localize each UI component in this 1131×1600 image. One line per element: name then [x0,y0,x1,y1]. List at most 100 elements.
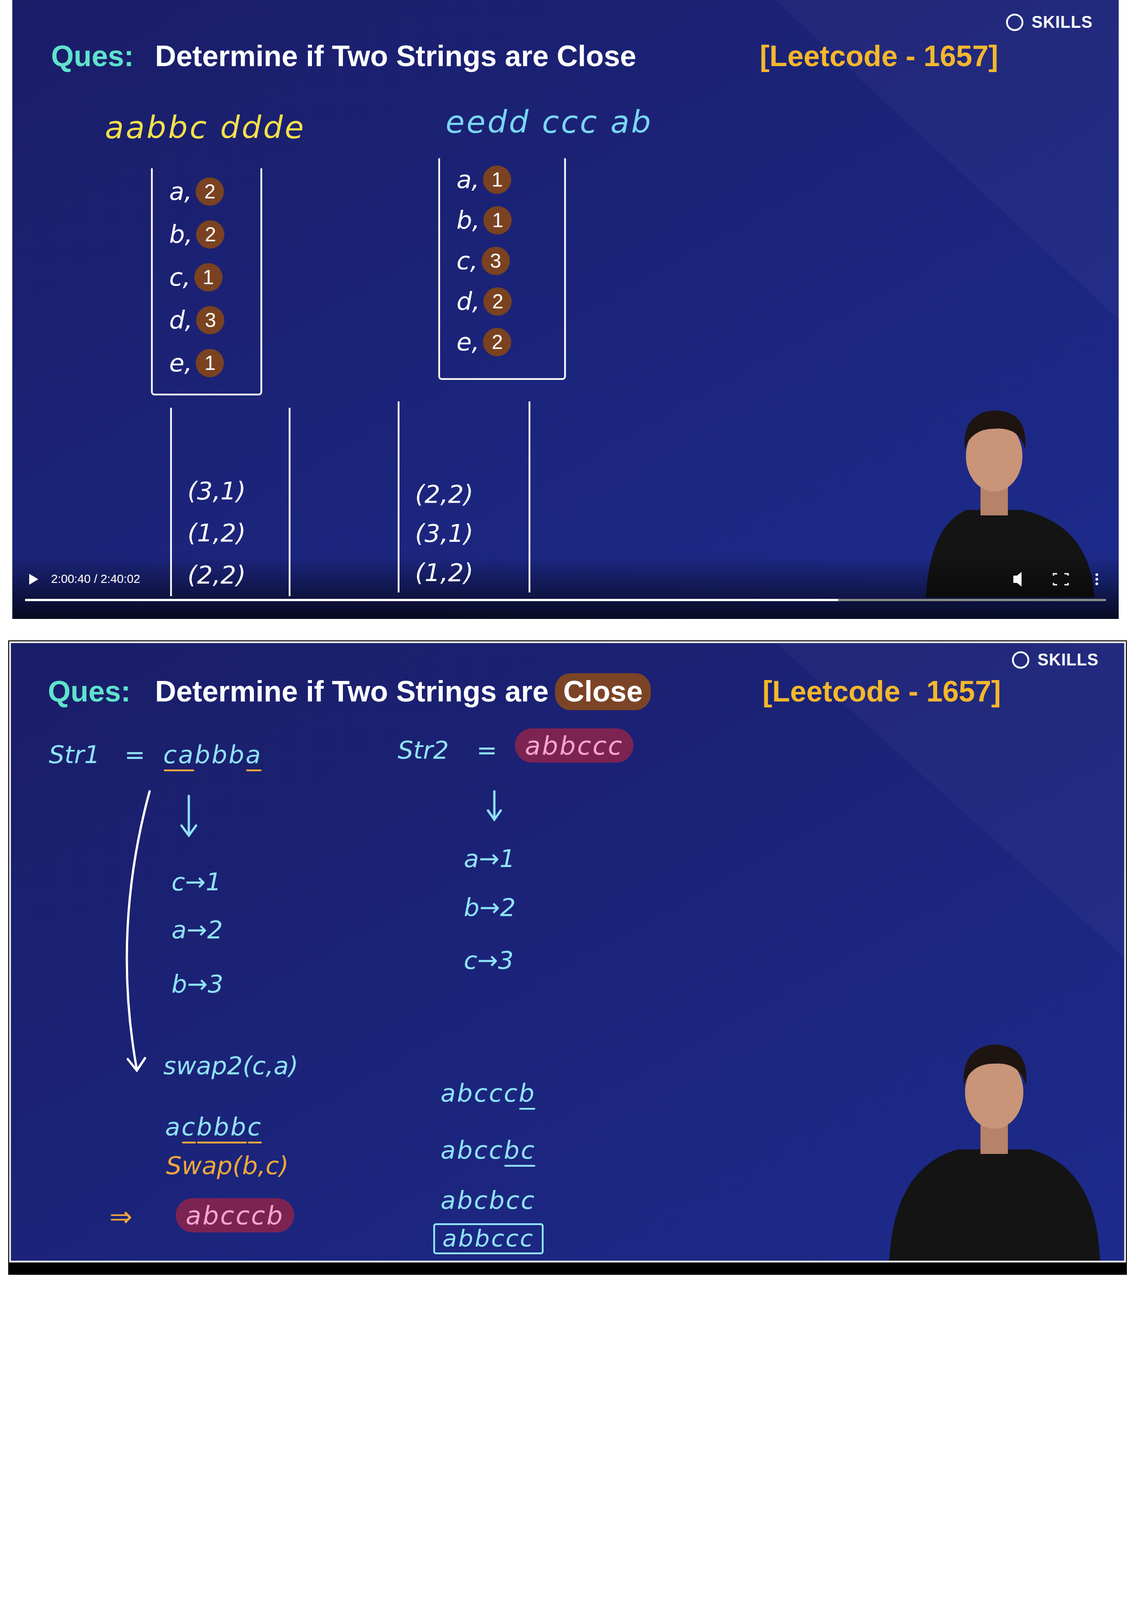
fullscreen-icon [1053,573,1069,585]
string-step: abcccb [440,1078,536,1109]
progress-played [25,598,839,602]
count-circle: 1 [483,206,512,235]
string-value: abbccc [524,730,624,761]
pair-row: (2,2) [415,474,515,514]
pair-entry: (3,1) [415,519,474,547]
heading-prefix: Ques: [51,38,134,74]
presenter-hair [963,1044,1027,1086]
string-step: abcbcc [440,1185,536,1216]
progress-remaining [838,598,1106,602]
menu-dot [1095,582,1099,586]
pair-entry: (1,2) [415,559,474,587]
operation: swap2(c,a) [163,1051,299,1081]
presenter-body [889,1149,1100,1261]
underline [197,1141,247,1144]
result-box: abbccc [433,1223,544,1255]
presenter-hair [964,410,1026,450]
pair-entry: (3,1) [187,477,246,505]
arrow-head [127,1058,146,1071]
map-row: d,2 [456,280,551,322]
underline [519,1107,535,1110]
char-count: b→3 [171,969,224,1000]
controls-shade [12,556,1119,619]
curved-arrow [126,791,150,1070]
underline [164,769,194,772]
problem-id: [Leetcode - 1657] [762,674,1002,710]
highlight-pill: Close [555,673,651,711]
pair-row: (2,2) [187,554,275,597]
count-circle: 3 [196,306,225,335]
map-key: c, [169,263,191,291]
heading-text: Determine if Two Strings are [155,674,549,710]
map-row: a,2 [169,170,247,213]
arrow-head [487,810,501,820]
equals-sign: = [476,735,498,766]
count-circle: 3 [481,246,510,275]
pair-row: (3,1) [415,513,515,554]
count-circle: 1 [482,165,512,194]
map-key: d, [456,287,480,315]
heading-text: Determine if Two Strings are Close [155,38,637,74]
frame-edge [8,640,1127,1275]
map-row: e,2 [456,321,551,363]
equals-sign: = [124,740,146,770]
map-key: a, [456,166,480,193]
highlight-pill: abbccc [514,728,634,763]
brand-name: SKILLS [1037,649,1099,670]
underline [247,769,261,772]
string-name: Str2 [397,735,449,766]
count-circle: 2 [196,220,225,249]
highlight-pill: abcccb [175,1198,295,1233]
frequency-box: a,2b,2c,1d,3e,1 [150,168,263,396]
input-string: aabbc ddde [104,108,306,147]
string-step: abccbc [440,1135,536,1166]
video-frame [12,0,1119,619]
menu-dot [1095,577,1099,581]
pair-stack: (2,2) (3,1) (1,2) [397,401,531,593]
map-row: e,1 [169,341,247,385]
frequency-box: a,1b,1c,3d,2e,2 [438,158,566,380]
heading-keyword: Close [563,674,643,708]
map-row: b,2 [169,212,247,256]
string-step: acbbbc [165,1112,263,1142]
map-row: d,3 [169,298,247,342]
underline [505,1164,535,1167]
pair-row: (1,2) [415,553,515,593]
pair-stack: (3,1) (1,2)(2,2) [170,407,291,597]
string-value: abcccb [185,1200,285,1230]
video-time: 2:00:40 / 2:40:02 [51,571,141,587]
map-row: a,1 [456,159,551,200]
char-count: a→1 [463,844,516,874]
char-count: c→3 [463,945,514,976]
map-key: a, [169,177,192,205]
map-key: b, [169,220,193,248]
char-count: c→1 [171,867,222,898]
problem-id: [Leetcode - 1657] [759,38,999,74]
map-key: d, [169,306,193,334]
brand-logo [1012,652,1029,668]
implies-arrow: ⇒ [109,1199,133,1233]
map-row: b,1 [456,199,551,241]
count-circle: 1 [194,263,223,292]
map-row: c,3 [456,240,551,281]
underline [182,1141,196,1144]
map-key: c, [456,247,478,275]
play-icon [29,573,39,585]
pair-entry: (2,2) [415,480,474,508]
count-circle: 2 [195,177,224,206]
input-string: eedd ccc ab [445,103,653,141]
string-value: cabbba [163,740,263,770]
map-row: c,1 [169,255,247,299]
char-count: b→2 [463,892,516,923]
heading-prefix: Ques: [47,674,131,710]
map-key: e, [456,328,480,356]
down-arrow [187,795,191,835]
video-frame [10,642,1126,1262]
pair-row: (1,2) [187,512,275,555]
brand-logo [1006,14,1023,31]
arrow-head [181,825,197,836]
map-key: b, [456,206,480,234]
underline [249,1141,262,1144]
menu-dot [1095,573,1099,576]
string-value: abbccc [442,1224,535,1252]
